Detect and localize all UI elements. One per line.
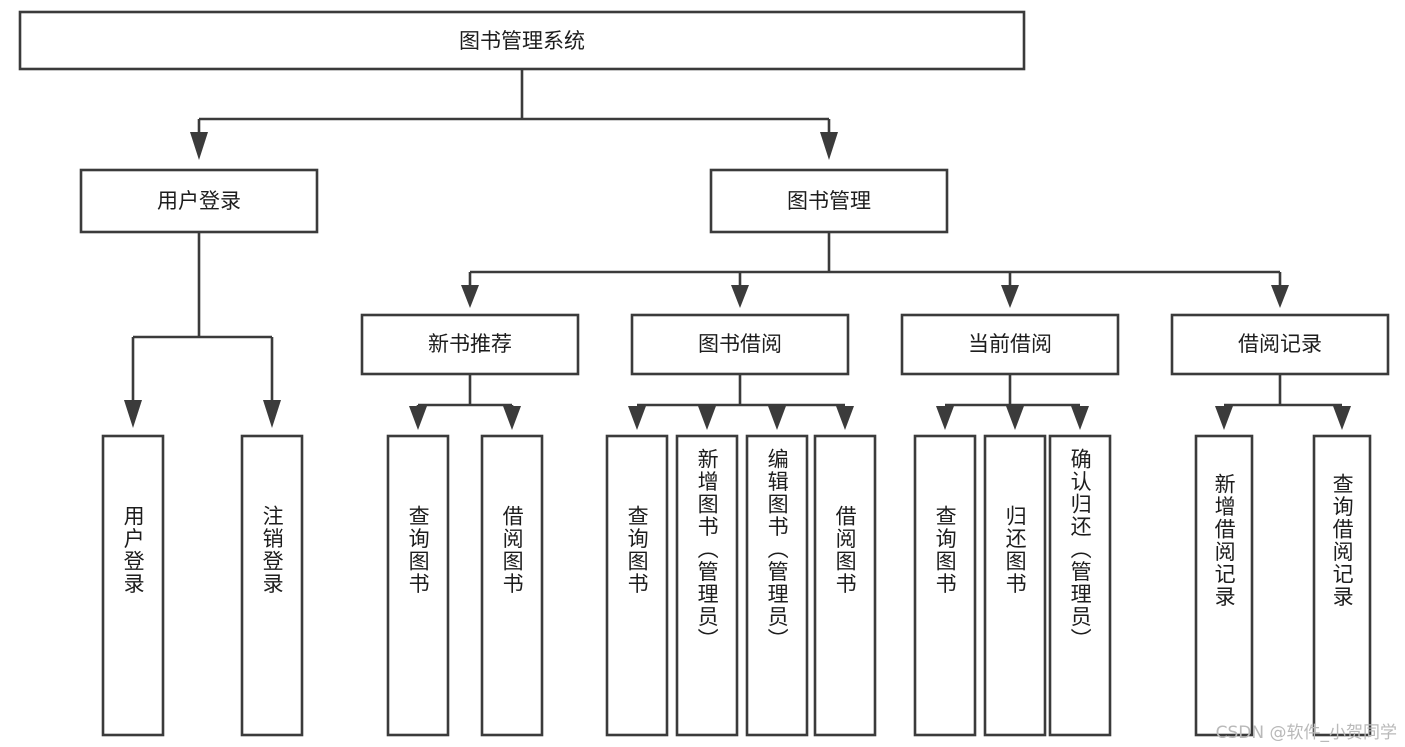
node-leaf-edit-book-admin-box[interactable]: [745, 434, 809, 737]
arrowhead-book-manage: [820, 132, 838, 160]
node-book-borrow[interactable]: 图书借阅: [630, 313, 850, 376]
arrowhead-leaf-return-book: [1006, 406, 1024, 430]
arrowhead-new-book-recommend: [461, 285, 479, 308]
edges-book-manage-to-level3: [461, 232, 1289, 308]
node-borrow-record-label: 借阅记录: [1238, 332, 1322, 356]
arrowhead-leaf-add-borrow-record: [1215, 406, 1233, 430]
node-borrow-record[interactable]: 借阅记录: [1170, 313, 1390, 376]
node-leaf-add-borrow-record-box[interactable]: [1194, 434, 1254, 737]
arrowhead-current-borrow: [1001, 285, 1019, 308]
node-leaf-return-book-box[interactable]: [983, 434, 1047, 737]
node-book-manage-label: 图书管理: [787, 189, 871, 213]
arrowhead-leaf-query-borrow-record: [1333, 406, 1351, 430]
node-leaf-query-book-1-box[interactable]: [386, 434, 450, 737]
node-leaf-query-book-2-box[interactable]: [605, 434, 669, 737]
node-root-label: 图书管理系统: [459, 29, 585, 53]
node-leaf-confirm-return-admin-box[interactable]: [1048, 434, 1112, 737]
watermark-text: CSDN @软件_小贺同学: [1215, 723, 1397, 743]
node-borrow-record-box[interactable]: [1170, 313, 1390, 376]
node-current-borrow-box[interactable]: [900, 313, 1120, 376]
arrowhead-user-login: [190, 132, 208, 160]
arrowhead-leaf-add-book-admin: [698, 406, 716, 430]
node-current-borrow-label: 当前借阅: [968, 332, 1052, 356]
node-user-login[interactable]: 用户登录: [79, 168, 319, 234]
node-user-login-label: 用户登录: [157, 189, 241, 213]
node-leaf-logout-login-box[interactable]: [240, 434, 304, 737]
arrowhead-leaf-borrow-book-1: [503, 406, 521, 430]
edges-book-borrow-to-leaves: [628, 374, 854, 430]
edges-user-login-to-leaves: [124, 232, 281, 428]
edges-new-book-recommend-to-leaves: [409, 374, 521, 430]
node-current-borrow[interactable]: 当前借阅: [900, 313, 1120, 376]
arrowhead-leaf-query-book-1: [409, 406, 427, 430]
arrowhead-leaf-logout-login: [263, 400, 281, 428]
edges-root-to-level2: [190, 69, 838, 160]
arrowhead-leaf-borrow-book-2: [836, 406, 854, 430]
node-book-borrow-box[interactable]: [630, 313, 850, 376]
edges-borrow-record-to-leaves: [1215, 374, 1351, 430]
node-leaf-borrow-book-1-box[interactable]: [480, 434, 544, 737]
arrowhead-leaf-confirm-return-admin: [1071, 406, 1089, 430]
node-leaf-query-borrow-record-box[interactable]: [1312, 434, 1372, 737]
node-root-box[interactable]: [18, 10, 1026, 71]
node-user-login-box[interactable]: [79, 168, 319, 234]
node-new-book-recommend-label: 新书推荐: [428, 332, 512, 356]
node-leaf-borrow-book-2-box[interactable]: [813, 434, 877, 737]
edges-current-borrow-to-leaves: [936, 374, 1089, 430]
node-book-borrow-label: 图书借阅: [698, 332, 782, 356]
arrowhead-leaf-query-book-3: [936, 406, 954, 430]
arrowhead-leaf-query-book-2: [628, 406, 646, 430]
arrowhead-book-borrow: [731, 285, 749, 308]
node-book-manage-box[interactable]: [709, 168, 949, 234]
node-root[interactable]: 图书管理系统: [18, 10, 1026, 71]
leaf-boxes: [101, 434, 1372, 737]
node-leaf-query-book-3-box[interactable]: [913, 434, 977, 737]
node-new-book-recommend[interactable]: 新书推荐: [360, 313, 580, 376]
node-book-manage[interactable]: 图书管理: [709, 168, 949, 234]
arrowhead-borrow-record: [1271, 285, 1289, 308]
arrowhead-leaf-edit-book-admin: [768, 406, 786, 430]
node-leaf-user-login-box[interactable]: [101, 434, 165, 737]
node-new-book-recommend-box[interactable]: [360, 313, 580, 376]
node-leaf-add-book-admin-box[interactable]: [675, 434, 739, 737]
arrowhead-leaf-user-login: [124, 400, 142, 428]
